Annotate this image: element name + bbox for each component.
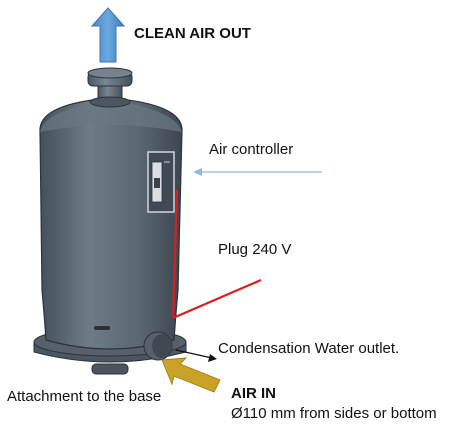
base-foot-left — [91, 363, 129, 375]
condensation-outlet-label: Condensation Water outlet. — [218, 340, 400, 357]
air-in-arrow-icon — [161, 357, 221, 393]
plug-label: Plug 240 V — [218, 241, 292, 258]
air-in-spec-label: Ø110 mm from sides or bottom — [231, 405, 437, 422]
air-controller-box — [147, 151, 175, 213]
clean-air-out-label: CLEAN AIR OUT — [134, 25, 251, 42]
air-controller-label: Air controller — [209, 141, 294, 158]
unit-body — [39, 97, 183, 350]
plug-cable — [171, 189, 262, 320]
condensation-pointer — [175, 349, 217, 362]
attachment-label: Attachment to the base — [7, 388, 162, 405]
clean-air-out-arrow-icon — [90, 7, 126, 63]
air-controller-pointer — [193, 168, 322, 176]
air-in-label: AIR IN — [231, 385, 276, 402]
air-inlet-port — [143, 331, 173, 361]
outlet-cap — [87, 67, 133, 108]
body-slot — [94, 326, 110, 330]
